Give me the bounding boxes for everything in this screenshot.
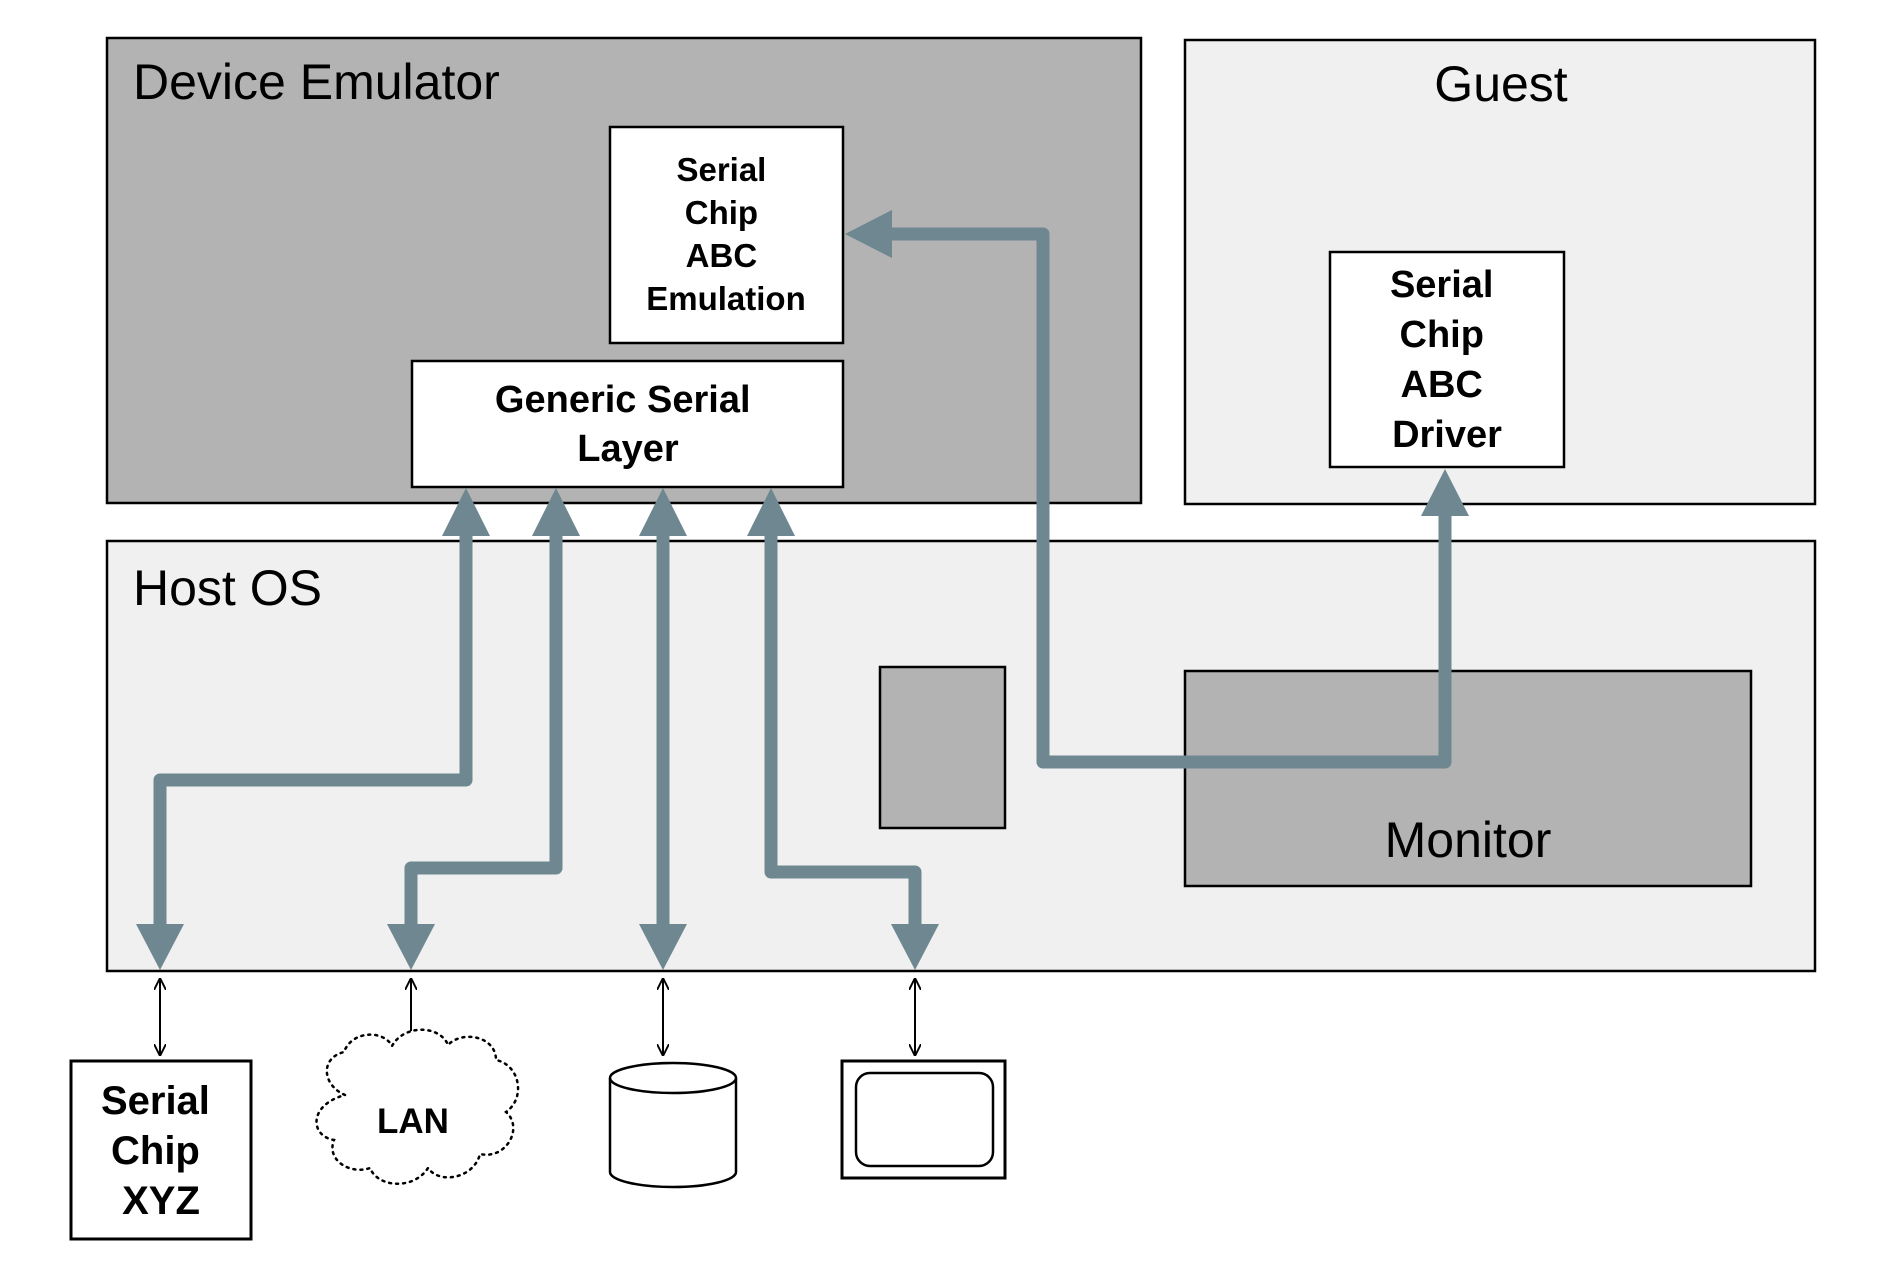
flow-arrow-heads	[136, 210, 1469, 970]
cylinder-icon	[608, 1061, 738, 1189]
serial-chip-abc-driver-box: Serial Chip ABC Driver	[1328, 250, 1566, 469]
svg-text:Serial Chip ABC: Serial Chip ABC Emulation	[646, 151, 806, 317]
lan-cloud: LAN	[315, 1028, 520, 1185]
flow-arrow-lan	[404, 536, 563, 930]
arrowhead-up-2	[532, 488, 580, 536]
thin-connectors	[160, 978, 915, 1056]
lan-label: LAN	[377, 1102, 449, 1141]
guest-title: Guest	[1434, 56, 1568, 112]
arrowhead-down-3	[639, 924, 687, 970]
emulation-line-2: Chip	[685, 194, 758, 231]
xyz-line-1: Serial	[101, 1079, 210, 1123]
arrowhead-down-4	[891, 924, 939, 970]
arrowhead-up-3	[639, 488, 687, 536]
generic-layer-line-2: Layer	[577, 428, 679, 470]
xyz-line-2: Chip	[111, 1129, 200, 1173]
serial-chip-xyz-box: Serial Chip XYZ	[69, 1059, 253, 1241]
arrowhead-up-driver	[1421, 469, 1469, 516]
svg-text:Generic Serial Layer: Generic Serial Layer	[495, 379, 761, 470]
emulation-line-1: Serial	[676, 151, 766, 188]
arrowhead-down-2	[387, 924, 435, 970]
arrowhead-up-4	[747, 488, 795, 536]
emulation-line-4: Emulation	[646, 280, 806, 317]
generic-serial-layer-box: Generic Serial Layer	[410, 359, 845, 489]
serial-chip-abc-emulation-box: Serial Chip ABC Emulation	[608, 125, 845, 345]
flow-arrow-display	[764, 536, 922, 930]
arrowhead-left-emulation	[845, 210, 892, 258]
arrowhead-down-1	[136, 924, 184, 970]
driver-line-3: ABC	[1401, 364, 1483, 406]
host-os-title: Host OS	[133, 560, 322, 616]
flow-arrow-emulation-monitor	[890, 227, 1452, 769]
flow-arrows	[153, 227, 1452, 930]
driver-line-1: Serial	[1390, 264, 1494, 306]
monitor-block: Monitor	[1183, 669, 1753, 888]
unnamed-host-block	[878, 665, 1007, 830]
driver-line-2: Chip	[1400, 314, 1484, 356]
driver-line-4: Driver	[1392, 414, 1502, 456]
svg-text:Serial Chip ABC: Serial Chip ABC Driver	[1390, 264, 1504, 456]
cloud-icon	[315, 1028, 520, 1185]
emulation-line-3: ABC	[686, 237, 758, 274]
arrowhead-up-1	[442, 488, 490, 536]
monitor-label: Monitor	[1385, 812, 1552, 868]
svg-text:Serial Chip XYZ: Serial Chip XYZ	[101, 1079, 221, 1223]
generic-layer-line-1: Generic Serial	[495, 379, 751, 421]
monitor-screen-icon	[840, 1059, 1007, 1180]
flow-arrow-serial-xyz	[153, 536, 473, 930]
device-emulator-title: Device Emulator	[133, 54, 500, 110]
xyz-line-3: XYZ	[122, 1179, 200, 1223]
